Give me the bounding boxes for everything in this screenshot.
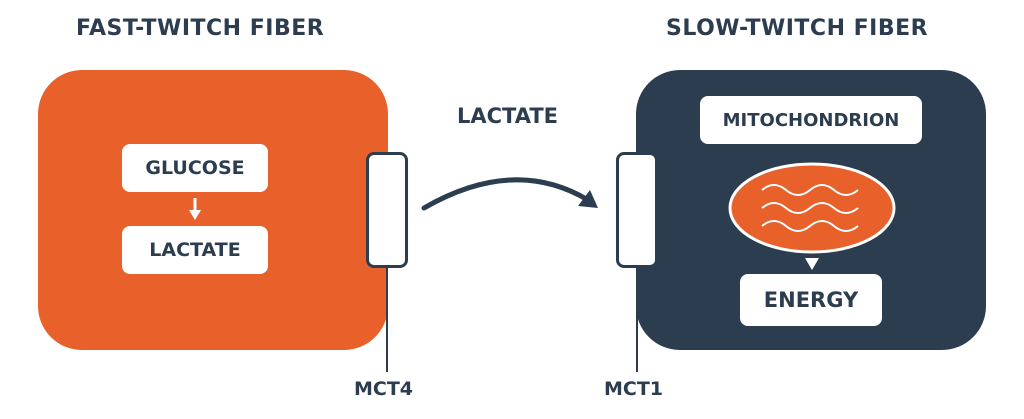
lactate-transport-arrow xyxy=(421,177,598,211)
mitochondrion-icon xyxy=(728,162,896,254)
fast-twitch-fiber xyxy=(38,70,388,350)
energy-box: ENERGY xyxy=(740,274,882,326)
slow-twitch-title: SLOW-TWITCH FIBER xyxy=(666,16,929,41)
mitochondrion-label: MITOCHONDRION xyxy=(700,96,922,144)
mct4-transporter xyxy=(366,152,408,268)
lactate-transport-label: LACTATE xyxy=(457,104,559,128)
mct1-leader-line xyxy=(636,268,638,372)
mct1-transporter xyxy=(616,152,658,268)
mct1-label: MCT1 xyxy=(604,378,664,400)
mito-to-energy-arrow xyxy=(805,258,819,270)
lactate-box: LACTATE xyxy=(122,226,268,274)
glucose-to-lactate-arrow xyxy=(189,198,201,220)
fast-twitch-title: FAST-TWITCH FIBER xyxy=(76,16,325,41)
mct4-leader-line xyxy=(386,268,388,372)
mct4-label: MCT4 xyxy=(354,378,414,400)
glucose-box: GLUCOSE xyxy=(122,144,268,192)
